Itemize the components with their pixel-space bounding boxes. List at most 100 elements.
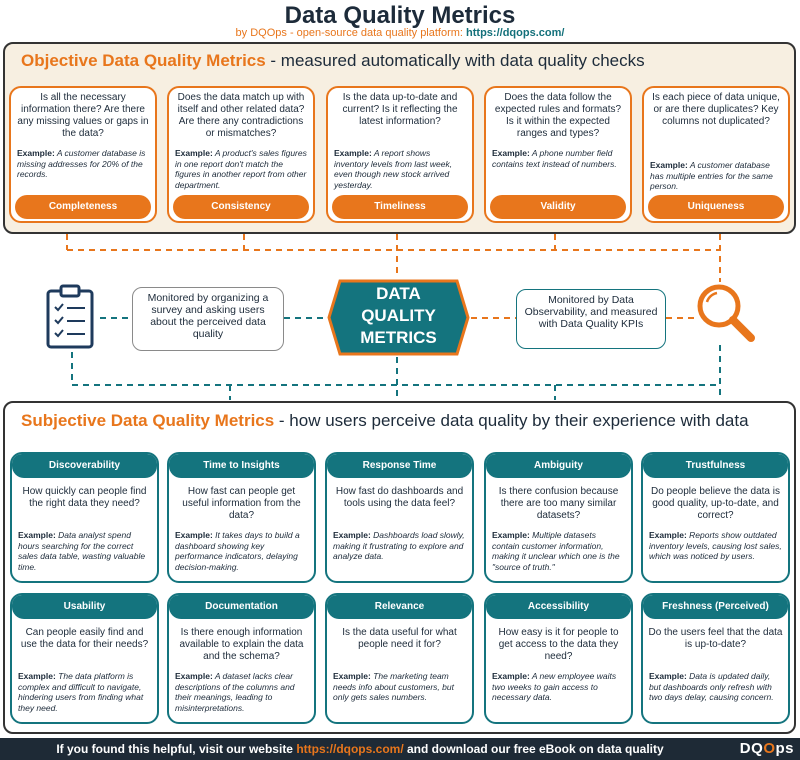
- example-label: Example:: [649, 671, 687, 681]
- example-label: Example:: [492, 671, 530, 681]
- card-question: Do people believe the data is good quali…: [651, 486, 780, 521]
- card-question: How fast do dashboards and tools using t…: [335, 486, 464, 509]
- subtitle-link[interactable]: https://dqops.com/: [466, 27, 565, 39]
- card-question: Do the users feel that the data is up-to…: [648, 627, 783, 650]
- example-text: A customer database is missing addresses…: [17, 148, 146, 179]
- card-question: Is the data up-to-date and current? Is i…: [342, 92, 458, 127]
- footer-bar: If you found this helpful, visit our web…: [0, 738, 800, 760]
- card-badge: Ambiguity: [486, 454, 631, 478]
- card-example: Example: A dataset lacks clear descripti…: [175, 671, 308, 713]
- card-badge: Timeliness: [332, 195, 468, 219]
- card-question: Does the data follow the expected rules …: [494, 92, 622, 139]
- card-example: Example: Data analyst spend hours search…: [18, 530, 151, 572]
- card-badge: Validity: [490, 195, 626, 219]
- card-example: Example: A report shows inventory levels…: [334, 148, 466, 190]
- footer-message: If you found this helpful, visit our web…: [0, 738, 720, 760]
- example-text: It takes days to build a dashboard showi…: [175, 530, 300, 572]
- card-example: Example: Multiple datasets contain custo…: [492, 530, 625, 572]
- observability-monitoring-note: Monitored by Data Observability, and mea…: [516, 289, 666, 349]
- objective-heading-rest: - measured automatically with data quali…: [265, 51, 645, 70]
- example-label: Example:: [18, 671, 56, 681]
- example-text: Data is updated daily, but dashboards on…: [649, 671, 774, 702]
- card-example: Example: A product's sales figures in on…: [175, 148, 307, 190]
- card-question: Is there confusion because there are too…: [498, 486, 619, 521]
- subjective-card-freshness-perceived: Freshness (Perceived) Do the users feel …: [641, 593, 790, 724]
- example-label: Example:: [18, 530, 56, 540]
- card-example: Example: Reports show outdated inventory…: [649, 530, 782, 562]
- example-label: Example:: [492, 148, 530, 158]
- example-text: A product's sales figures in one report …: [175, 148, 307, 190]
- subjective-connectors: [71, 317, 721, 400]
- footer-link[interactable]: https://dqops.com/: [296, 742, 404, 756]
- subjective-card-time-to-insights: Time to Insights How fast can people get…: [167, 452, 316, 583]
- hexagon-line-3: METRICS: [360, 328, 437, 347]
- subjective-heading-highlight: Subjective Data Quality Metrics: [21, 411, 275, 430]
- example-label: Example:: [175, 530, 213, 540]
- example-text: The marketing team needs info about cust…: [333, 671, 454, 702]
- card-question: Is the data useful for what people need …: [342, 627, 457, 650]
- footer-text-after: and download our free eBook on data qual…: [403, 742, 664, 756]
- card-example: Example: Data is updated daily, but dash…: [649, 671, 782, 703]
- card-question: How fast can people get useful informati…: [182, 486, 301, 521]
- example-label: Example:: [333, 671, 371, 681]
- footer-text-before: If you found this helpful, visit our web…: [56, 742, 297, 756]
- card-badge: Documentation: [169, 595, 314, 619]
- card-badge: Relevance: [327, 595, 472, 619]
- card-question: Can people easily find and use the data …: [20, 627, 149, 650]
- example-text: A dataset lacks clear descriptions of th…: [175, 671, 295, 713]
- card-example: Example: The marketing team needs info a…: [333, 671, 466, 703]
- magnifier-icon: [697, 284, 755, 342]
- example-text: A report shows inventory levels from las…: [334, 148, 453, 190]
- card-example: Example: The data platform is complex an…: [18, 671, 151, 713]
- example-text: Dashboards load slowly, making it frustr…: [333, 530, 465, 561]
- hexagon-line-2: QUALITY: [361, 306, 436, 325]
- card-example: Example: A phone number field contains t…: [492, 148, 624, 169]
- hexagon-line-1: DATA: [376, 284, 421, 303]
- objective-card-timeliness: Is the data up-to-date and current? Is i…: [326, 86, 474, 223]
- example-label: Example:: [649, 530, 687, 540]
- subjective-heading: Subjective Data Quality Metrics - how us…: [21, 411, 749, 431]
- card-badge: Usability: [12, 595, 157, 619]
- subjective-card-trustfulness: Trustfulness Do people believe the data …: [641, 452, 790, 583]
- clipboard-checklist-icon: [46, 284, 94, 349]
- example-text: Reports show outdated inventory levels, …: [649, 530, 782, 561]
- example-label: Example:: [334, 148, 372, 158]
- card-example: Example: A customer database is missing …: [17, 148, 149, 180]
- card-badge: Uniqueness: [648, 195, 784, 219]
- card-example: Example: It takes days to build a dashbo…: [175, 530, 308, 572]
- example-text: The data platform is complex and difficu…: [18, 671, 144, 713]
- subjective-card-accessibility: Accessibility How easy is it for people …: [484, 593, 633, 724]
- card-example: Example: A customer database has multipl…: [650, 160, 782, 192]
- example-label: Example:: [650, 160, 688, 170]
- objective-connectors: [66, 234, 721, 319]
- card-question: How easy is it for people to get access …: [498, 627, 619, 662]
- subjective-card-relevance: Relevance Is the data useful for what pe…: [325, 593, 474, 724]
- example-label: Example:: [175, 671, 213, 681]
- hexagon-label: DATA QUALITY METRICS: [326, 283, 471, 349]
- subjective-card-documentation: Documentation Is there enough informatio…: [167, 593, 316, 724]
- card-example: Example: Dashboards load slowly, making …: [333, 530, 466, 562]
- page-subtitle: by DQOps - open-source data quality plat…: [0, 27, 800, 39]
- card-badge: Time to Insights: [169, 454, 314, 478]
- card-badge: Accessibility: [486, 595, 631, 619]
- example-label: Example:: [175, 148, 213, 158]
- dqops-logo: DQOps: [739, 740, 794, 757]
- example-label: Example:: [17, 148, 55, 158]
- objective-heading: Objective Data Quality Metrics - measure…: [21, 51, 645, 71]
- example-label: Example:: [492, 530, 530, 540]
- card-badge: Consistency: [173, 195, 309, 219]
- example-text: A phone number field contains text inste…: [492, 148, 617, 169]
- example-text: Multiple datasets contain customer infor…: [492, 530, 620, 572]
- example-text: A new employee waits two weeks to gain a…: [492, 671, 617, 702]
- card-question: Is there enough information available to…: [179, 627, 304, 662]
- objective-card-uniqueness: Is each piece of data unique, or are the…: [642, 86, 790, 223]
- card-question: How quickly can people find the right da…: [22, 486, 147, 509]
- example-label: Example:: [333, 530, 371, 540]
- page-title: Data Quality Metrics: [284, 2, 516, 29]
- example-text: Data analyst spend hours searching for t…: [18, 530, 146, 572]
- subjective-card-discoverability: Discoverability How quickly can people f…: [10, 452, 159, 583]
- objective-heading-highlight: Objective Data Quality Metrics: [21, 51, 266, 70]
- subjective-card-response-time: Response Time How fast do dashboards and…: [325, 452, 474, 583]
- subjective-card-usability: Usability Can people easily find and use…: [10, 593, 159, 724]
